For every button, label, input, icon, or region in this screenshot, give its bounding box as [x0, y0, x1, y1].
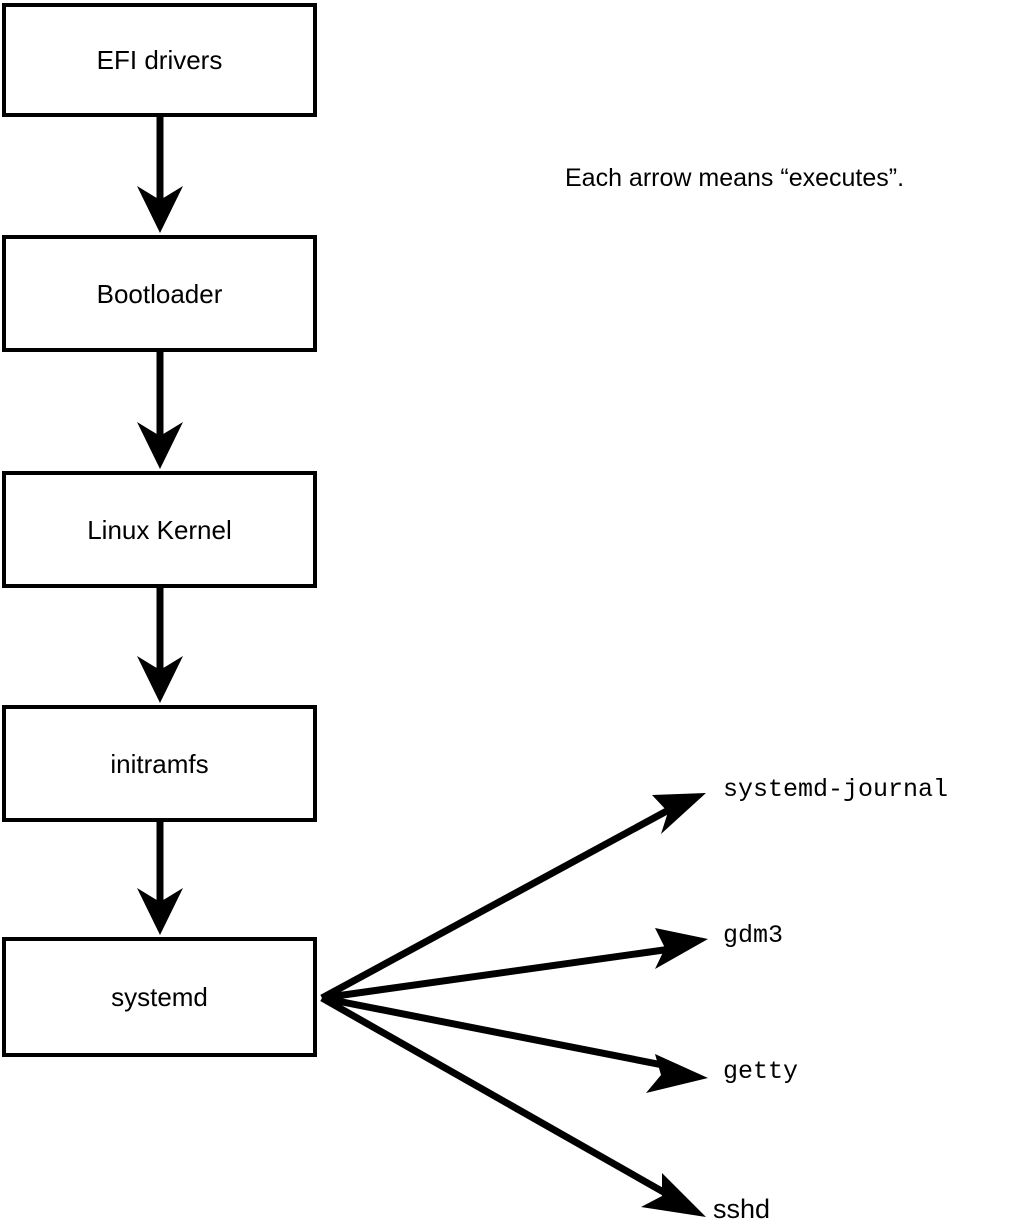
chain-arrow-kernel-to-initramfs — [137, 588, 183, 703]
stage-box-initramfs[interactable]: initramfs — [2, 705, 317, 822]
service-arrow-sshd — [320, 994, 706, 1217]
diagram-caption: Each arrow means “executes”. — [565, 164, 905, 192]
stage-label-initramfs: initramfs — [110, 748, 209, 779]
chain-arrow-initramfs-to-systemd — [137, 822, 183, 935]
stage-label-bootloader: Bootloader — [96, 278, 223, 309]
chain-arrow-efi-to-bootloader — [137, 117, 183, 233]
service-label-sshd: sshd — [713, 1194, 771, 1224]
service-arrow-getty — [321, 994, 708, 1093]
stage-box-bootloader[interactable]: Bootloader — [2, 235, 317, 352]
chain-arrow-bootloader-to-kernel — [137, 352, 183, 469]
service-arrow-systemd-journal — [320, 793, 706, 1002]
stage-label-efi-drivers: EFI drivers — [96, 45, 223, 75]
stage-label-linux-kernel: Linux Kernel — [87, 514, 232, 545]
service-arrow-gdm3 — [321, 928, 708, 1002]
stage-box-linux-kernel[interactable]: Linux Kernel — [2, 471, 317, 588]
stage-box-systemd[interactable]: systemd — [2, 937, 317, 1057]
service-label-getty: getty — [723, 1057, 799, 1086]
stage-box-efi-drivers[interactable]: EFI drivers — [2, 3, 317, 117]
stage-label-systemd: systemd — [111, 982, 208, 1012]
service-label-gdm3: gdm3 — [723, 921, 784, 950]
service-label-systemd-journal: systemd-journal — [723, 775, 949, 804]
